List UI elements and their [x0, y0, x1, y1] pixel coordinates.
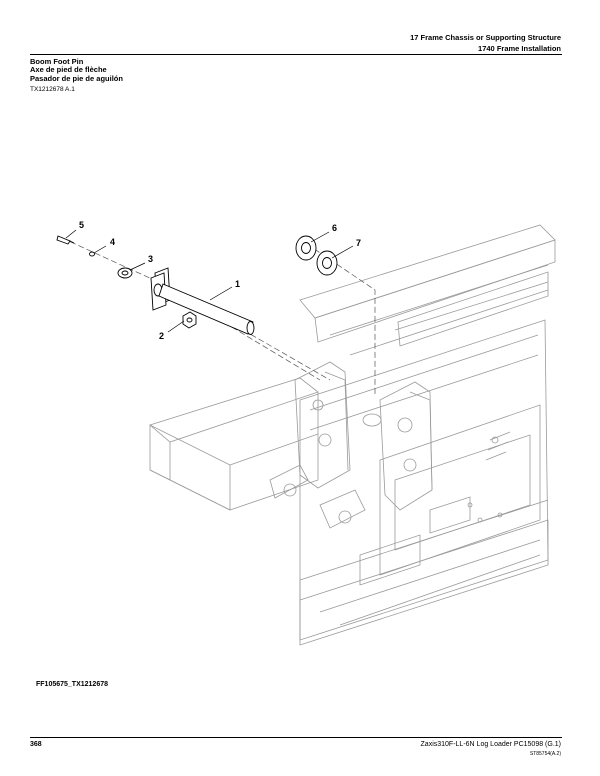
- title-spanish: Pasador de pie de aguilón: [30, 73, 123, 83]
- header-rule: [30, 54, 562, 55]
- thrust-plate-part-6: [295, 235, 317, 261]
- section-title: 17 Frame Chassis or Supporting Structure: [410, 33, 561, 42]
- page-number: 368: [30, 741, 42, 748]
- callout-1: 1: [235, 279, 241, 289]
- footer-rule: [30, 737, 562, 738]
- shim-plate-part-7: [316, 250, 338, 276]
- figure-caption: FF105675_TX1212678: [36, 681, 108, 688]
- callout-3: 3: [148, 254, 154, 264]
- footer-model-text: Zaxis310F-LL-6N Log Loader PC15098 (G.1): [420, 741, 561, 748]
- callout-6: 6: [332, 223, 338, 233]
- callout-5: 5: [79, 220, 85, 230]
- part-titles: Boom Foot Pin Axe de pied de flèche Pasa…: [30, 57, 123, 83]
- washer-part-3: [117, 267, 133, 279]
- boom-foot-pin-part-1: [150, 267, 255, 335]
- title-english: Boom Foot Pin: [30, 57, 84, 66]
- leader-lines: [65, 229, 354, 333]
- figure-reference: TX1212678 A.1: [30, 86, 75, 93]
- subsection-title: 1740 Frame Installation: [478, 44, 561, 53]
- callout-4: 4: [110, 237, 116, 247]
- footer-code: ST85754(A.2): [529, 751, 561, 757]
- nut-part-2: [182, 311, 197, 329]
- callout-7: 7: [356, 238, 362, 248]
- parts: [56, 235, 338, 335]
- small-washer-part-4: [89, 251, 95, 257]
- cotter-pin-part-5: [56, 235, 75, 245]
- callout-2: 2: [159, 331, 165, 341]
- frame-structure: [149, 224, 556, 646]
- title-french: Axe de pied de flèche: [30, 65, 107, 75]
